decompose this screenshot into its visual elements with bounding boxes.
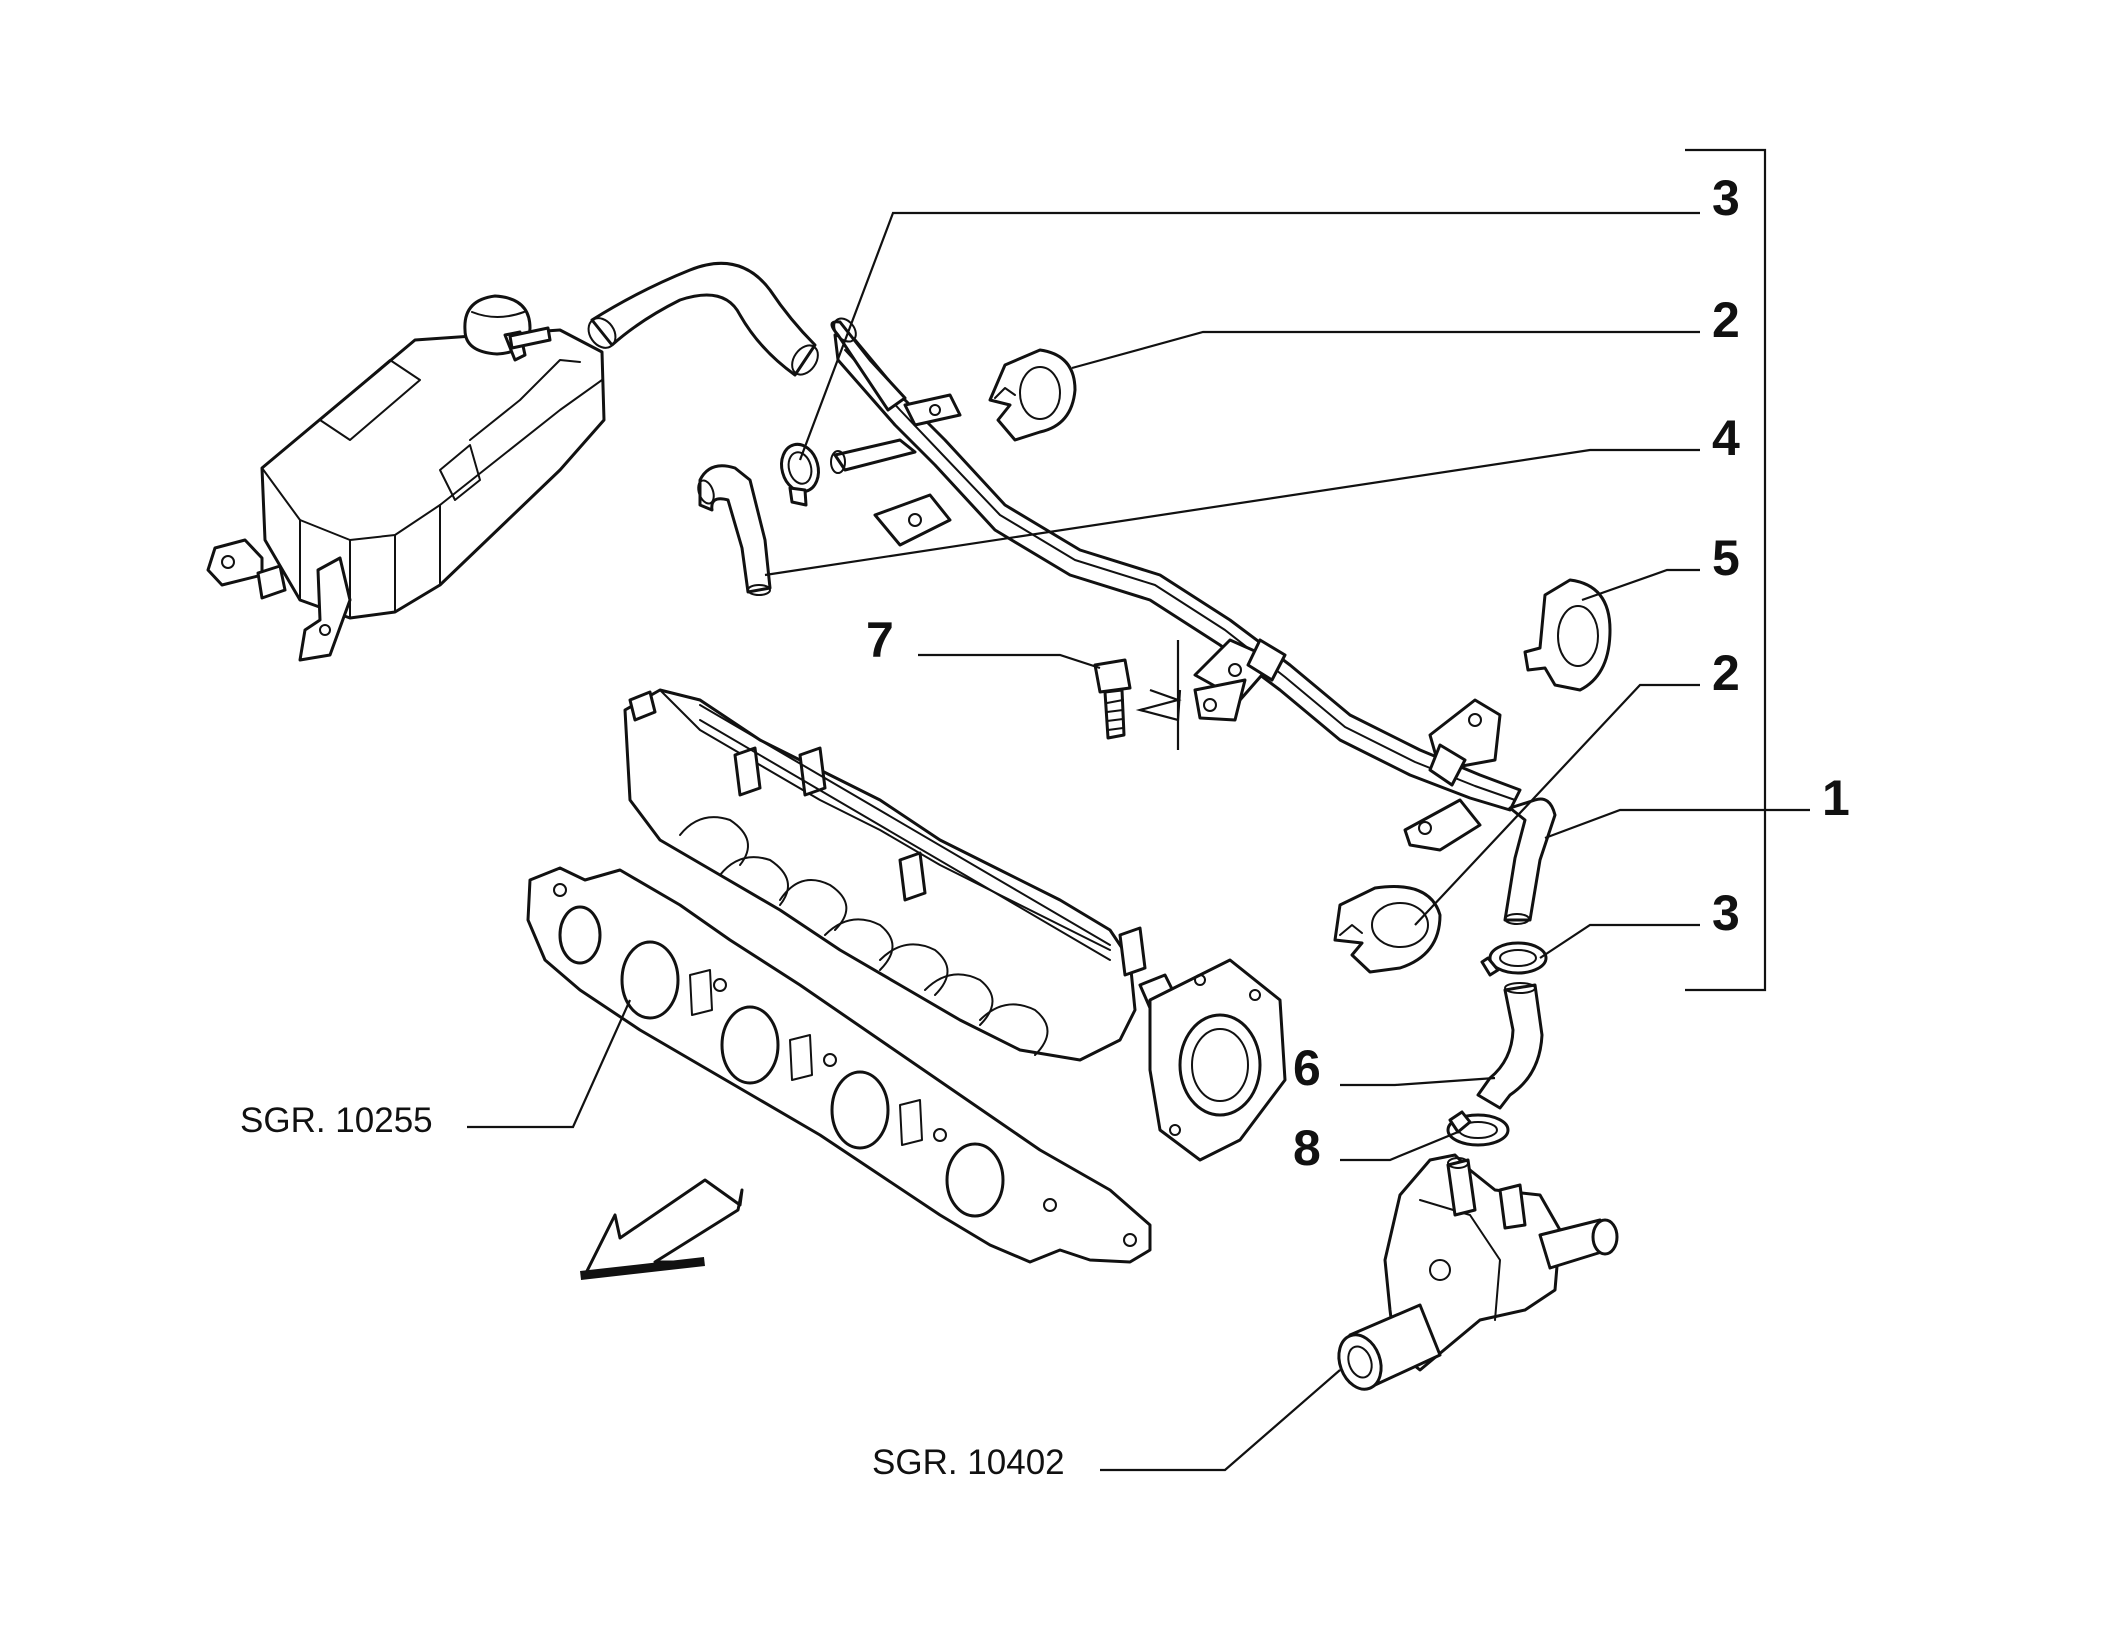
group-bracket <box>1685 148 1767 992</box>
hose-6 <box>1476 982 1544 1110</box>
hose-clamp-3-lower <box>1480 941 1548 977</box>
callout-labels: 3 2 4 5 2 1 3 7 6 8 <box>866 170 1850 1176</box>
hose-1 <box>1503 797 1557 925</box>
callout-5: 5 <box>1712 530 1740 586</box>
callout-2-upper: 2 <box>1712 292 1740 348</box>
ref-intake-manifold: SGR. 10255 <box>240 1101 433 1140</box>
front-direction-arrow-icon <box>580 1178 744 1280</box>
intake-manifold <box>526 688 1287 1264</box>
callout-6: 6 <box>1293 1040 1321 1096</box>
hose-clamp-3-upper <box>780 442 820 507</box>
callout-8: 8 <box>1293 1120 1321 1176</box>
callout-3-upper: 3 <box>1712 170 1740 226</box>
callout-4: 4 <box>1712 410 1740 466</box>
pipe-clip-5 <box>1523 578 1612 692</box>
callout-1: 1 <box>1822 770 1850 826</box>
bolt-7 <box>1093 658 1132 740</box>
pipe-clip-2-upper <box>988 348 1077 442</box>
tank-hose <box>587 261 819 377</box>
callout-2-lower: 2 <box>1712 645 1740 701</box>
leader-lines <box>467 211 1810 1472</box>
callout-3-lower: 3 <box>1712 885 1740 941</box>
hose-4 <box>697 464 772 596</box>
thermostat-housing <box>1337 1153 1619 1391</box>
hose-clamp-8 <box>1446 1110 1510 1147</box>
ref-thermostat: SGR. 10402 <box>872 1443 1065 1482</box>
pipe-clip-2-lower <box>1333 885 1442 974</box>
callout-7: 7 <box>866 612 894 668</box>
expansion-tank <box>206 294 606 662</box>
coolant-pipe-assembly <box>830 317 1522 852</box>
